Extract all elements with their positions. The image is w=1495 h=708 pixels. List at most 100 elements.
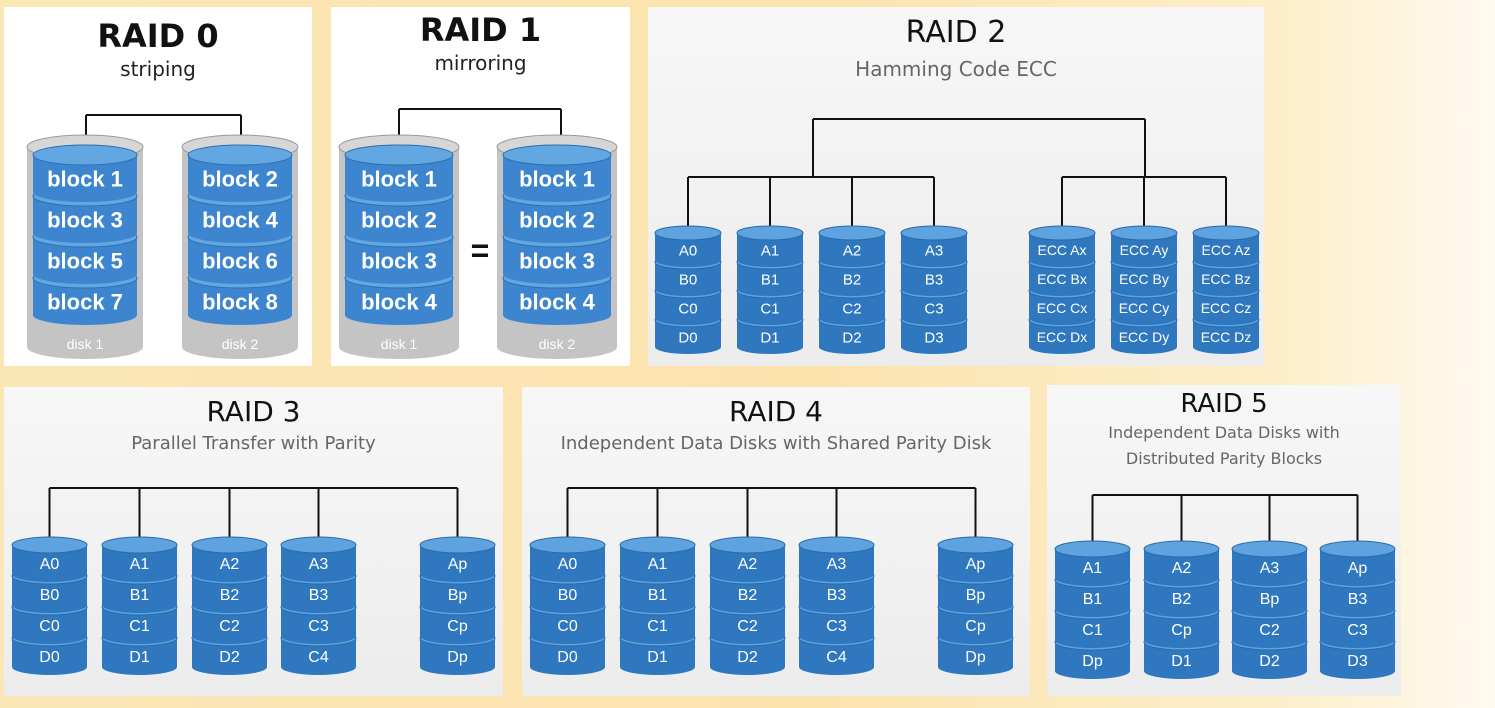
disk-segment [1320, 642, 1395, 679]
disk-segment [1111, 262, 1177, 296]
disk-block-label: block 3 [47, 207, 123, 232]
disk-segment [12, 576, 87, 613]
disk-block-label: D0 [678, 329, 697, 346]
disk-segment [620, 545, 695, 582]
disk-segment [620, 638, 695, 675]
disk-segment [1111, 320, 1177, 354]
disk-segment [192, 545, 267, 582]
disk-segment [12, 607, 87, 644]
disk-block-label: C1 [760, 300, 779, 317]
disk-segment [420, 607, 495, 644]
disk-segment [819, 320, 885, 354]
disk-segment-top [798, 536, 875, 554]
raid1-title: RAID 1 [419, 11, 542, 49]
disk-block [188, 155, 292, 202]
disk-block-label: block 3 [361, 248, 437, 273]
disk-segment [420, 545, 495, 582]
disk-block [33, 237, 137, 284]
disk-segment [1320, 611, 1395, 648]
disk-block-label: C2 [219, 618, 240, 635]
disk-segment [1144, 611, 1219, 648]
disk-segment [1144, 549, 1219, 586]
disk-segment [530, 576, 605, 613]
disk-segment [799, 576, 874, 613]
disk-block-label: A1 [1083, 560, 1103, 577]
disk-block [345, 237, 453, 284]
disk-block-label: D1 [647, 649, 668, 666]
disk-segment-top [191, 536, 268, 554]
disk-segment [1055, 611, 1130, 648]
disk-segment-top [280, 536, 357, 554]
disk-block [33, 155, 137, 202]
disk-block-label: D0 [39, 649, 60, 666]
disk-segment-top [419, 536, 496, 554]
disk-segment [1144, 580, 1219, 617]
disk-block-label: A3 [925, 242, 943, 259]
disk-block-label: ECC Dy [1119, 329, 1170, 345]
raid3-subtitle: Parallel Transfer with Parity [131, 433, 376, 454]
raid2-ecc-connector [1061, 176, 1227, 229]
disk-block-label: D2 [1259, 653, 1280, 670]
disk-segment [1193, 233, 1259, 267]
disk-block [345, 155, 453, 202]
disk-block-label: A3 [1260, 560, 1280, 577]
disk-block-label: ECC Bz [1201, 271, 1251, 287]
disk-segment [1144, 642, 1219, 679]
disk-block-label: Dp [1082, 653, 1103, 670]
disk-block-label: D1 [1171, 653, 1192, 670]
disk-block-label: Ap [1348, 560, 1368, 577]
disk-block-label: A3 [309, 556, 329, 573]
raid2-top-connector [812, 118, 1146, 177]
disk-segment [1111, 233, 1177, 267]
disk-segment [655, 320, 721, 354]
disk-segment-top [1110, 225, 1178, 241]
raid3-title: RAID 3 [206, 395, 301, 428]
disk-segment [655, 262, 721, 296]
disk-block-label: C3 [924, 300, 943, 317]
disk-block-label: B3 [309, 587, 329, 604]
disk-block-top [187, 144, 293, 166]
disk-segment [799, 638, 874, 675]
disk-segment [1029, 262, 1095, 296]
disk-block [345, 278, 453, 325]
disk-block-label: Ap [448, 556, 468, 573]
disk-block-label: block 2 [361, 207, 437, 232]
disk-segment [281, 607, 356, 644]
disk-segment [938, 607, 1013, 644]
disk-block-label: B3 [827, 587, 847, 604]
disk-block-top [32, 144, 138, 166]
disk-block-label: B0 [679, 271, 697, 288]
disk-segment-top [654, 225, 722, 241]
disk-block-label: B3 [925, 271, 943, 288]
disk-block-label: block 6 [202, 248, 278, 273]
disk-block-label: C3 [308, 618, 329, 635]
disk-block-label: D3 [924, 329, 943, 346]
disk-segment [1320, 580, 1395, 617]
disk-block-label: Bp [448, 587, 468, 604]
raid1-subtitle: mirroring [434, 51, 527, 75]
disk-segment [819, 262, 885, 296]
disk-label: disk 1 [67, 336, 104, 352]
disk-block-label: C3 [1347, 622, 1368, 639]
disk-block [188, 237, 292, 284]
disk-segment [1029, 320, 1095, 354]
disk-segment [901, 320, 967, 354]
disk-block-label: block 1 [361, 166, 437, 191]
raid4-panel: RAID 4 Independent Data Disks with Share… [522, 387, 1030, 696]
